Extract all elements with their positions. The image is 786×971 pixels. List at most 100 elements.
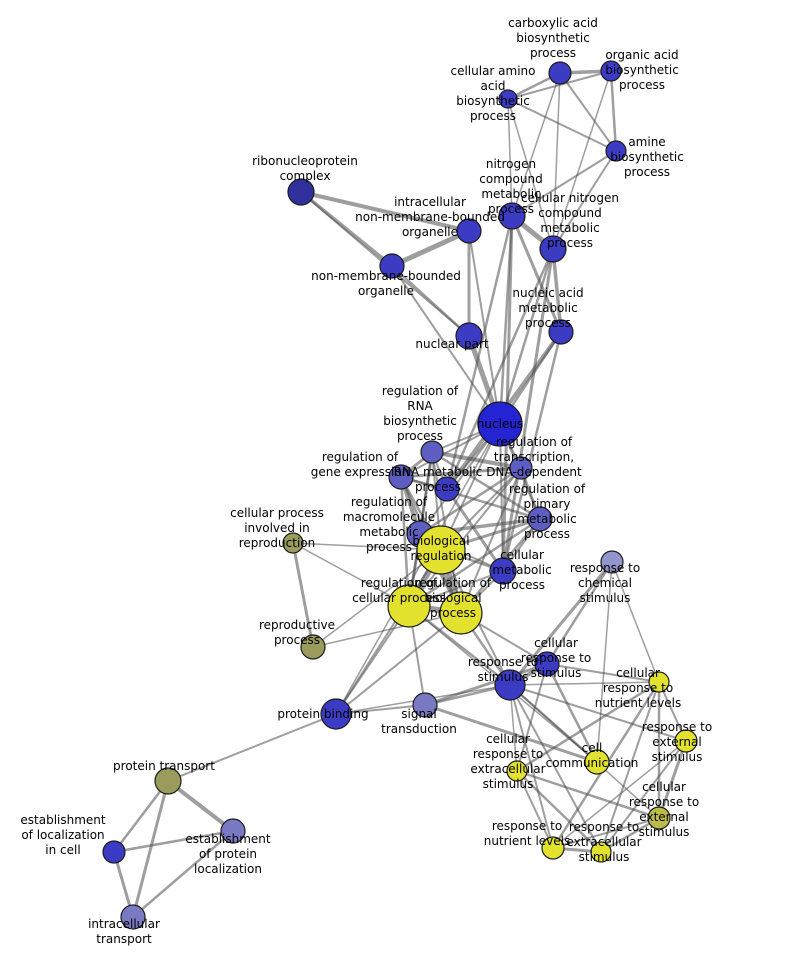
node-estloc[interactable] [102, 840, 126, 864]
edge-crstim-sigtrans [423, 662, 549, 707]
edge-rext-crexternal [657, 739, 688, 820]
node-crexternal[interactable] [647, 806, 671, 830]
node-rnamet[interactable] [434, 476, 460, 502]
node-crextra[interactable] [506, 760, 528, 782]
node-rext[interactable] [674, 729, 698, 753]
edge-carb-amine [559, 72, 617, 152]
node-amino[interactable] [498, 89, 518, 109]
edge-prottrans-intratrans [131, 779, 170, 919]
edge-intratrans-estprot [131, 829, 235, 919]
node-nucpart[interactable] [455, 322, 483, 350]
node-bioreg[interactable] [416, 525, 466, 575]
node-cellmet[interactable] [489, 557, 517, 585]
edge-respchem-crnutr [611, 561, 660, 683]
edge-crnutr-crextra [515, 680, 661, 773]
node-protbind[interactable] [320, 698, 352, 730]
node-nitro[interactable] [498, 202, 526, 230]
edge-inmbo-nmbo [389, 228, 472, 269]
node-intratrans[interactable] [120, 904, 146, 930]
node-cnitro[interactable] [539, 235, 567, 263]
node-crnutr[interactable] [648, 671, 670, 693]
node-estprot[interactable] [220, 818, 246, 844]
edge-regrna-regprim [430, 450, 542, 521]
edge-carb-cnitro [552, 72, 561, 250]
edge-regrna-regtrans [430, 450, 523, 470]
node-prottrans[interactable] [154, 767, 182, 795]
node-nucleus[interactable] [477, 401, 523, 447]
node-nucleic[interactable] [548, 319, 574, 345]
node-cellcomm[interactable] [584, 749, 610, 775]
node-respchem[interactable] [600, 550, 624, 574]
edge-nitro-cellmet [501, 214, 514, 573]
edge-nitro-rnamet [445, 214, 514, 491]
edge-cellcomm-sigtrans [423, 703, 599, 764]
edge-cnitro-cellmet [501, 247, 555, 573]
edge-nucleus-cellmet [499, 423, 504, 572]
node-regrna[interactable] [420, 440, 444, 464]
edge-nmbo-nucpart [390, 264, 471, 338]
edge-cpir-repro [291, 541, 315, 649]
edge-crextra-rnutr [516, 770, 554, 849]
edge-respstim-rextra [509, 684, 602, 853]
node-carb[interactable] [548, 61, 572, 85]
node-reggene[interactable] [388, 464, 414, 490]
edge-protbind-nucleus [335, 423, 501, 715]
node-inmbo[interactable] [456, 218, 482, 244]
node-crstim[interactable] [534, 651, 560, 677]
node-sigtrans[interactable] [412, 692, 438, 718]
node-amine[interactable] [605, 140, 627, 162]
node-rextra[interactable] [590, 841, 612, 863]
label-nucleus: nucleus [477, 417, 523, 431]
node-org[interactable] [600, 60, 622, 82]
edge-respstim-crnutr [509, 681, 660, 686]
node-regcell[interactable] [387, 584, 431, 628]
node-ribo[interactable] [287, 178, 315, 206]
edge-regcell-regprim [407, 517, 542, 608]
node-nmbo[interactable] [379, 253, 405, 279]
edge-cpir-regcell [292, 542, 410, 607]
edge-amino-amine [507, 98, 617, 152]
edge-cnitro-rnamet [445, 247, 555, 491]
edge-carb-nitro [511, 72, 561, 217]
edge-crstim-cellcomm [545, 662, 599, 764]
edge-nucleus-regmacro [419, 423, 501, 535]
edge-nucleic-cellmet [501, 330, 563, 573]
nodes-layer [102, 60, 698, 930]
edge-ribo-inmbo [299, 190, 471, 233]
edge-crextra-crexternal [515, 769, 661, 820]
node-respstim[interactable] [494, 669, 526, 701]
label-nucpart: nuclear part [415, 337, 489, 351]
edge-amine-nitro [511, 150, 617, 217]
node-repro[interactable] [300, 634, 326, 660]
node-rnutr[interactable] [541, 836, 565, 860]
node-regbio[interactable] [439, 591, 483, 635]
edge-prottrans-estloc [112, 779, 170, 854]
node-regtrans[interactable] [509, 456, 533, 480]
edge-estloc-estprot [112, 829, 235, 854]
node-regprim[interactable] [527, 506, 553, 532]
edge-regcell-regtrans [408, 467, 522, 607]
node-cpir[interactable] [282, 532, 304, 554]
